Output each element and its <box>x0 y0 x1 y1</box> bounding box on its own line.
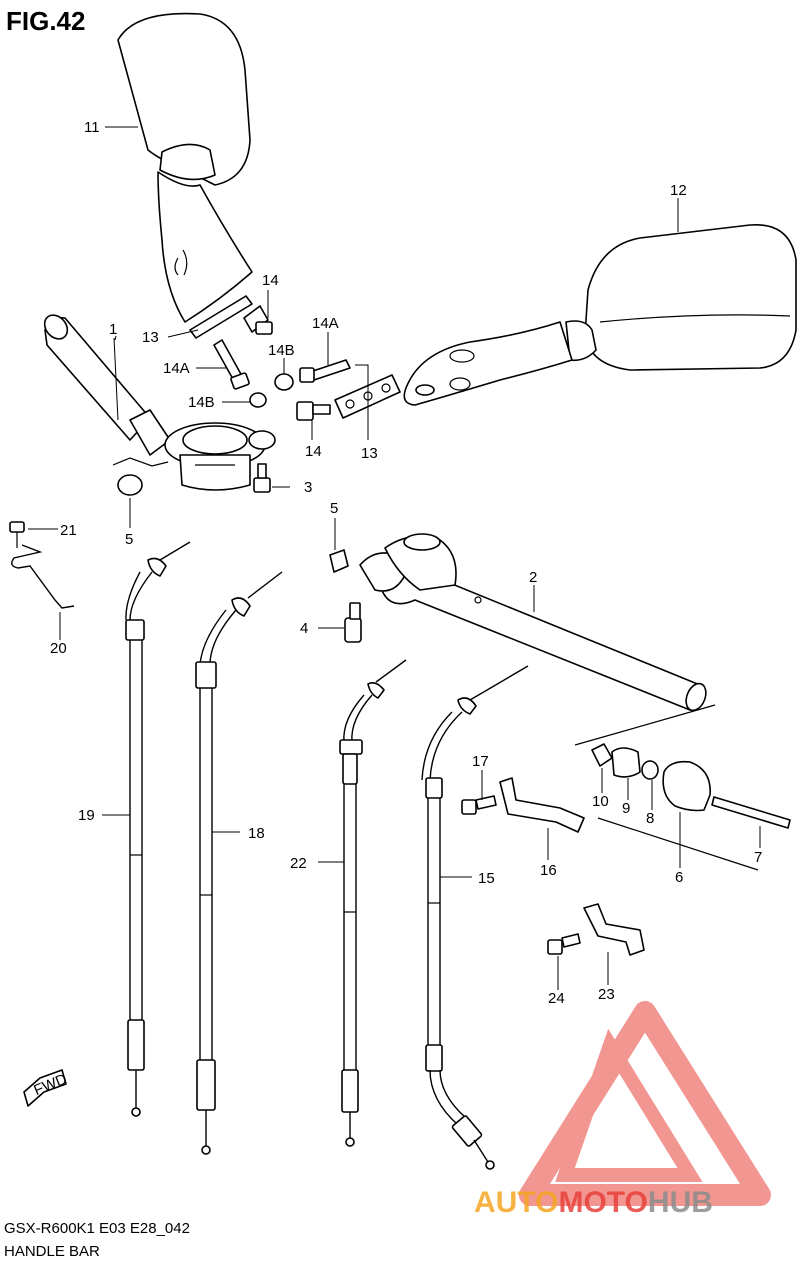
label-14B-left: 14B <box>188 394 215 411</box>
label-22: 22 <box>290 855 307 872</box>
label-3: 3 <box>304 479 312 496</box>
cable-19 <box>125 541 191 1117</box>
label-11: 11 <box>84 119 100 136</box>
end-plug-right <box>329 549 349 573</box>
cable-15 <box>421 665 529 1170</box>
watermark-auto: AUTO <box>474 1186 558 1219</box>
label-13-left: 13 <box>142 329 159 346</box>
model-code: GSX-R600K1 E03 E28_042 <box>4 1220 190 1237</box>
label-8: 8 <box>646 810 654 827</box>
label-14A-right: 14A <box>312 315 339 332</box>
cable-18 <box>195 571 283 1155</box>
bolt-4 <box>344 602 362 643</box>
label-1: 1 <box>109 321 117 338</box>
label-16: 16 <box>540 862 557 879</box>
label-14B-right: 14B <box>268 342 295 359</box>
watermark-hub: HUB <box>648 1186 713 1219</box>
fwd-arrow: FWD <box>23 1069 70 1107</box>
mirror-fasteners <box>213 305 401 421</box>
label-14-bottom: 14 <box>305 443 322 460</box>
right-mirror <box>403 224 797 406</box>
label-10: 10 <box>592 793 609 810</box>
cable-22 <box>339 659 407 1147</box>
label-17: 17 <box>472 753 489 770</box>
label-2: 2 <box>529 569 537 586</box>
label-19: 19 <box>78 807 95 824</box>
label-6: 6 <box>675 869 683 886</box>
end-plug-left <box>117 474 143 496</box>
label-13-right: 13 <box>361 445 378 462</box>
label-12: 12 <box>670 182 687 199</box>
bracket-16-17 <box>461 777 585 833</box>
leader-lines <box>28 126 761 990</box>
label-21: 21 <box>60 522 77 539</box>
left-mirror <box>117 12 253 339</box>
label-7: 7 <box>754 849 762 866</box>
label-4: 4 <box>300 620 308 637</box>
svg-text:AUTOMOTOHUB: AUTOMOTOHUB <box>474 1186 713 1219</box>
label-9: 9 <box>622 800 630 817</box>
bar-end-assembly <box>591 743 791 871</box>
section-name: HANDLE BAR <box>4 1243 100 1260</box>
label-14A-left: 14A <box>163 360 190 377</box>
right-handlebar <box>359 533 716 746</box>
watermark-logo <box>519 1001 771 1206</box>
label-23: 23 <box>598 986 615 1003</box>
label-18: 18 <box>248 825 265 842</box>
bracket-20-21 <box>9 521 75 609</box>
label-24: 24 <box>548 990 565 1007</box>
label-5-right: 5 <box>330 500 338 517</box>
label-5-left: 5 <box>125 531 133 548</box>
bracket-23-24 <box>547 903 645 956</box>
bolt-3 <box>253 463 271 493</box>
label-14-top: 14 <box>262 272 279 289</box>
label-15: 15 <box>478 870 495 887</box>
watermark-brand: AUTOMOTOHUB <box>474 1186 713 1219</box>
figure-title: FIG.42 <box>6 6 85 36</box>
label-20: 20 <box>50 640 67 657</box>
callout-labels: 11 12 1 14 13 14A 14A 14B 14B 14 13 3 5 … <box>50 119 762 1007</box>
watermark-moto: MOTO <box>558 1186 647 1219</box>
fwd-text: FWD <box>31 1071 69 1100</box>
left-handlebar <box>43 314 276 491</box>
